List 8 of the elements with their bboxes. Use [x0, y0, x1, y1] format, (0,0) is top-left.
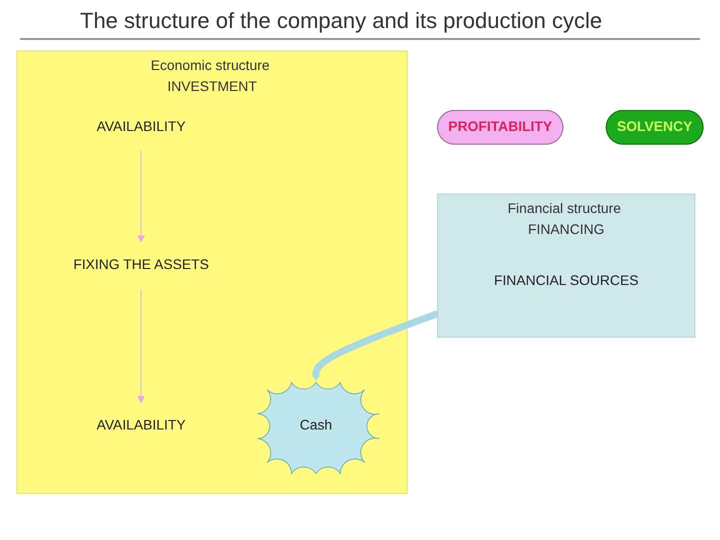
node-text: FIXING THE ASSETS [73, 258, 209, 273]
node-text: AVAILABILITY [96, 418, 186, 434]
title: The structure of the company and its production cycle [20, 0, 700, 40]
arrow [137, 288, 145, 404]
arrow [312, 310, 439, 381]
arrow [137, 150, 145, 243]
node-text: FINANCIAL SOURCES [494, 273, 638, 288]
node-text: AVAILABILITY [96, 119, 186, 134]
